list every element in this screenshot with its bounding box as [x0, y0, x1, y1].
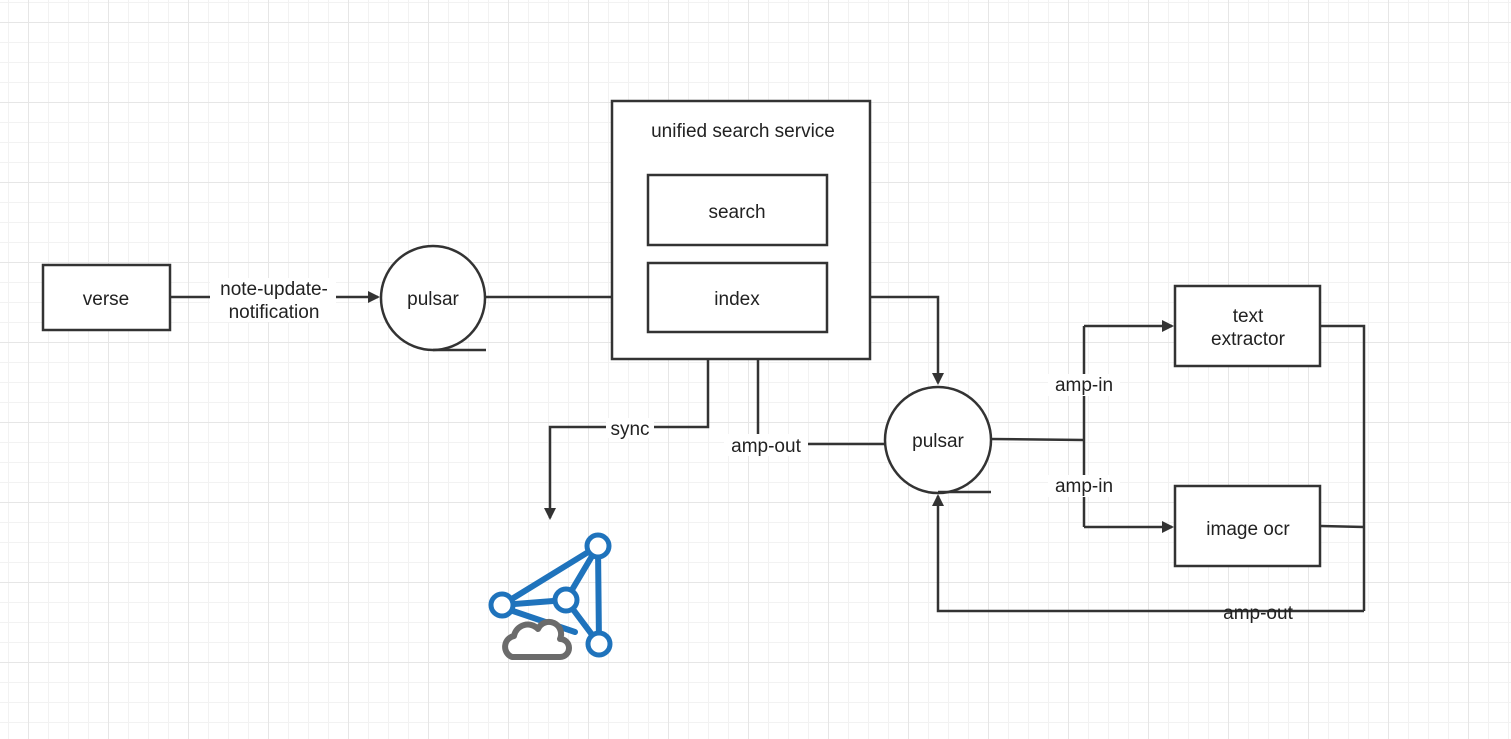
- label-amp-out-left-text: amp-out: [731, 436, 801, 457]
- node-verse-label: verse: [83, 289, 129, 310]
- node-verse[interactable]: verse: [41, 263, 172, 332]
- node-text-extractor-line1: text: [1233, 306, 1264, 327]
- node-image-ocr[interactable]: image ocr: [1173, 484, 1322, 568]
- edge-image-ocr-return[interactable]: [1320, 524, 1365, 529]
- node-text-extractor[interactable]: text extractor: [1173, 284, 1322, 368]
- node-image-ocr-label: image ocr: [1206, 519, 1290, 540]
- label-amp-in-top-text: amp-in: [1055, 375, 1113, 396]
- node-text-extractor-line2: extractor: [1211, 329, 1286, 350]
- label-amp-in-bottom-text: amp-in: [1055, 476, 1113, 497]
- node-service-title: unified search service: [651, 121, 835, 142]
- cloud-search-service-icon[interactable]: [488, 532, 613, 660]
- node-pulsar-middle[interactable]: pulsar: [883, 385, 993, 495]
- label-amp-out-bottom-text: amp-out: [1223, 603, 1293, 624]
- label-note-update-notification: note-update- notification: [210, 278, 336, 323]
- label-amp-out-bottom: amp-out: [1223, 603, 1293, 624]
- label-amp-in-bottom: amp-in: [1048, 475, 1120, 497]
- edge-text-extractor-return[interactable]: [1321, 324, 1366, 611]
- node-pulsar-input[interactable]: pulsar: [379, 244, 487, 352]
- node-search[interactable]: search: [646, 173, 829, 247]
- edge-pulsar-to-split[interactable]: [989, 437, 1085, 442]
- label-sync: sync: [606, 418, 654, 440]
- node-pulsar-input-label: pulsar: [407, 289, 459, 310]
- edge-return-to-pulsar[interactable]: [932, 494, 1364, 613]
- node-index[interactable]: index: [646, 261, 829, 334]
- label-note-update-line2: notification: [229, 302, 320, 323]
- label-sync-text: sync: [610, 419, 649, 440]
- label-note-update-line1: note-update-: [220, 279, 328, 300]
- node-index-label: index: [714, 289, 760, 310]
- node-pulsar-middle-label: pulsar: [912, 431, 964, 452]
- node-search-label: search: [708, 202, 765, 223]
- label-amp-out-left: amp-out: [724, 434, 808, 457]
- label-amp-in-top: amp-in: [1048, 374, 1120, 396]
